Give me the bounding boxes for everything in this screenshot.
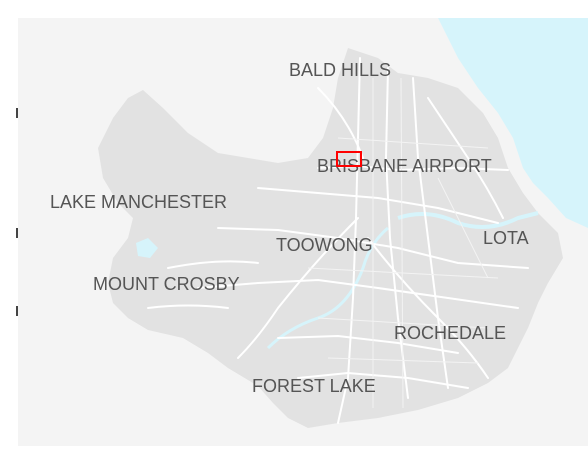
moreton-bay-water	[438, 18, 588, 228]
edge-tick	[16, 108, 18, 118]
label-rochedale: ROCHEDALE	[394, 323, 507, 343]
label-lake-manchester: LAKE MANCHESTER	[50, 192, 228, 212]
edge-tick	[16, 306, 18, 316]
road-network	[147, 57, 529, 424]
label-bald-hills: BALD HILLS	[289, 60, 392, 80]
edge-tick	[16, 228, 18, 238]
map-canvas[interactable]	[18, 18, 588, 446]
label-lota: LOTA	[483, 228, 529, 248]
label-mount-crosby: MOUNT CROSBY	[93, 274, 240, 294]
minor-roads	[307, 77, 499, 409]
location-marker[interactable]	[336, 151, 362, 167]
lake-water	[136, 238, 158, 258]
map-view[interactable]: BALD HILLS BRISBANE AIRPORT LAKE MANCHES…	[18, 18, 588, 446]
river-water-2	[266, 226, 389, 350]
label-forest-lake: FOREST LAKE	[252, 376, 376, 396]
label-toowong: TOOWONG	[276, 235, 373, 255]
river-water	[397, 211, 539, 229]
